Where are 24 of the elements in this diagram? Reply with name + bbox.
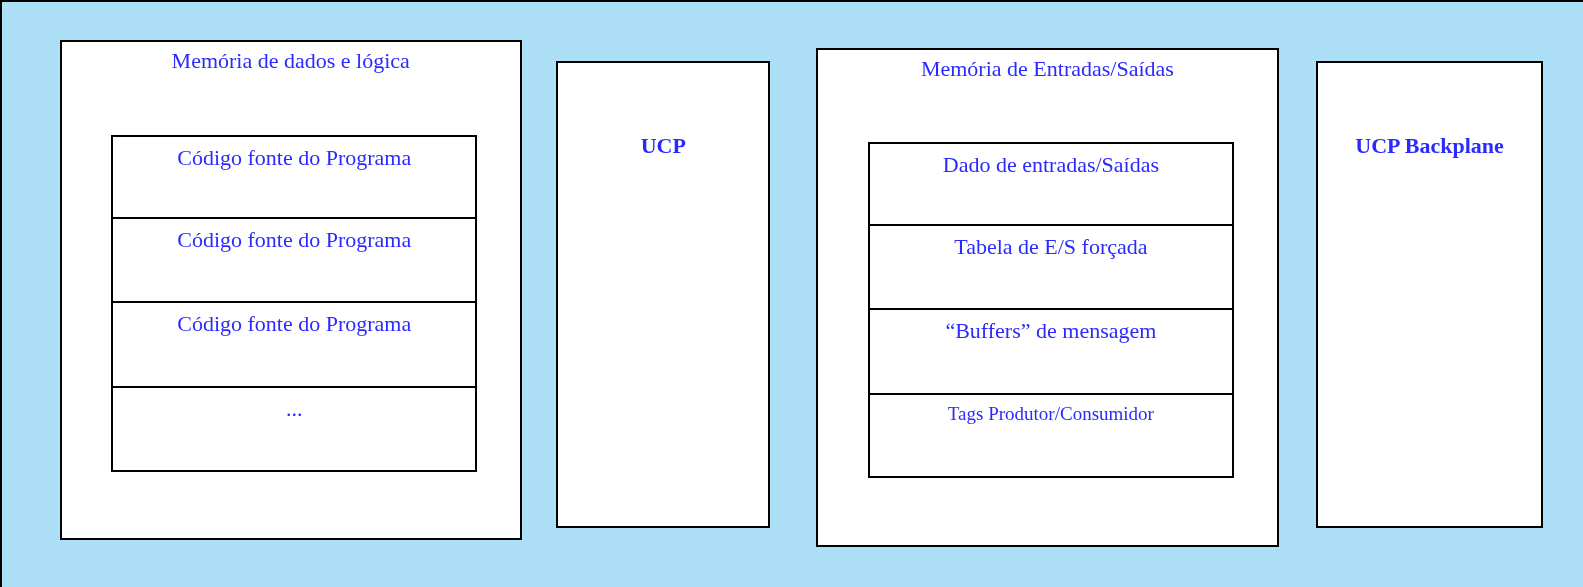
memory-row — [111, 387, 478, 473]
block-title: Memória de Entradas/Saídas — [919, 56, 1175, 83]
row-label: Tags Produtor/Consumidor — [946, 402, 1155, 426]
row-label: Código fonte do Programa — [176, 145, 413, 172]
memory-row — [868, 142, 1234, 227]
row-label: Código fonte do Programa — [176, 227, 413, 254]
row-label: Código fonte do Programa — [176, 310, 413, 338]
memory-row — [111, 302, 478, 388]
row-label: Tabela de E/S forçada — [953, 234, 1149, 261]
cpu-box — [556, 60, 771, 528]
memory-row — [868, 226, 1234, 310]
cpu-label: UCP — [639, 132, 687, 159]
block-title: Memória de dados e lógica — [170, 48, 411, 75]
memory-block — [815, 48, 1280, 548]
row-label: Dado de entradas/Saídas — [941, 152, 1161, 179]
cpu-box — [1316, 60, 1543, 528]
memory-row — [111, 219, 478, 303]
cpu-label: UCP Backplane — [1354, 132, 1505, 159]
row-label: ... — [285, 395, 304, 422]
memory-block — [59, 40, 522, 541]
memory-row — [868, 394, 1234, 479]
row-label: “Buffers” de mensagem — [944, 317, 1158, 345]
memory-row — [868, 309, 1234, 395]
memory-row — [111, 135, 478, 219]
